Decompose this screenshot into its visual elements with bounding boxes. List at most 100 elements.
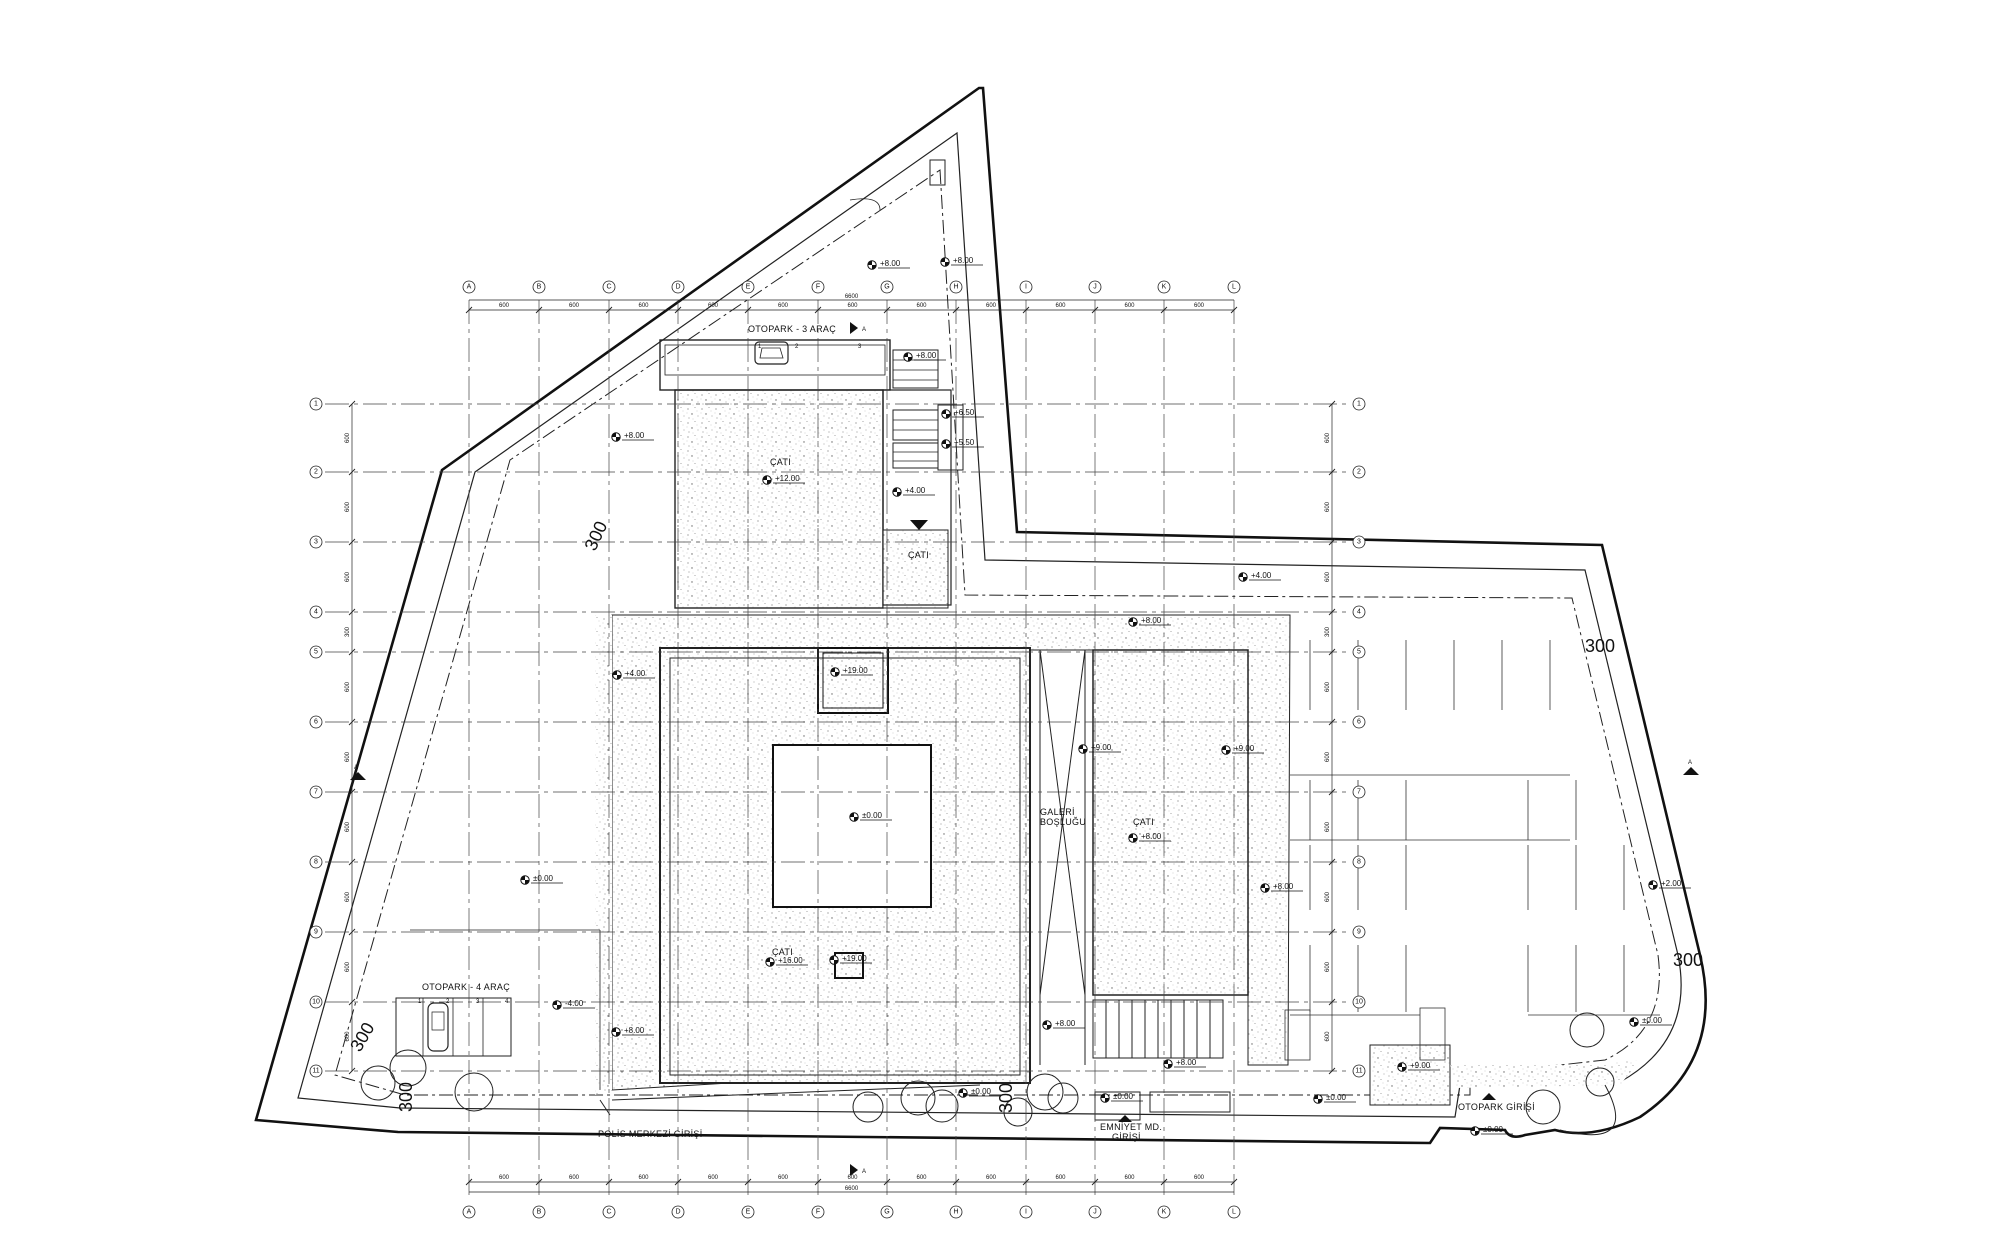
grid-bubble-circle <box>949 280 963 294</box>
level-marker-fill <box>1133 838 1138 843</box>
grid-bubble-circle <box>532 1205 546 1219</box>
grid-bubble-circle <box>1019 280 1033 294</box>
dim-tick <box>348 998 356 1006</box>
dim-tick <box>674 1178 682 1186</box>
level-marker-fill <box>1475 1131 1480 1136</box>
dim-value: 600 <box>345 961 351 972</box>
structural-gridlines <box>325 300 1350 1195</box>
level-marker: ±0.00 <box>1313 1093 1356 1104</box>
dim-tick <box>952 306 960 314</box>
level-marker: +2.00 <box>1648 879 1691 890</box>
dim-tick <box>1328 400 1336 408</box>
grid-bubble-label: 9 <box>314 929 318 936</box>
grid-bubble-circle <box>1019 1205 1033 1219</box>
grid-bubble-circle <box>1352 397 1366 411</box>
section-marker-label-west: A <box>354 765 358 771</box>
level-marker: ±0.00 <box>958 1087 1001 1098</box>
grid-bubble-label: 3 <box>1357 539 1361 546</box>
grid-bubble-label: 8 <box>314 859 318 866</box>
level-marker-fill <box>611 1027 616 1032</box>
level-value: +4.00 <box>905 486 926 495</box>
dim-tick <box>952 1178 960 1186</box>
dim-tick <box>1328 608 1336 616</box>
dim-tick <box>1328 858 1336 866</box>
dim-value: 600 <box>778 303 789 309</box>
dim-total-value: 6600 <box>845 1186 859 1192</box>
grid-bubble-col-J-bottom: J <box>1088 1205 1102 1219</box>
level-marker: ±0.00 <box>1629 1016 1672 1027</box>
level-marker-fill <box>611 432 616 437</box>
level-marker-fill <box>765 957 770 962</box>
grid-bubble-circle <box>532 280 546 294</box>
dim-value: 600 <box>499 303 510 309</box>
label-roof-east: ÇATI <box>1133 817 1154 827</box>
parking-left-num-4: 4 <box>505 999 509 1005</box>
level-marker-fill <box>520 875 525 880</box>
label-security-entrance-1: EMNİYET MD. <box>1100 1122 1162 1132</box>
level-value: ±0.00 <box>1326 1093 1347 1102</box>
section-marker-label-south: A <box>862 1169 866 1175</box>
dim-value: 600 <box>1325 571 1331 582</box>
dim-tick <box>744 306 752 314</box>
grid-bubble-circle <box>741 280 755 294</box>
label-police-entrance: POLİS MERKEZİ GİRİŞİ <box>598 1129 703 1139</box>
grid-bubble-circle <box>741 1205 755 1219</box>
grid-bubble-label: H <box>953 1209 958 1216</box>
grid-bubble-col-L-top: L <box>1227 280 1241 294</box>
level-marker-fill <box>616 1032 621 1037</box>
label-gallery-1: GALERİ <box>1040 807 1075 817</box>
level-marker-fill <box>770 962 775 967</box>
grid-bubble-label: I <box>1025 284 1027 291</box>
level-value: +8.00 <box>916 351 937 360</box>
level-marker-fill <box>958 1088 963 1093</box>
level-marker-fill <box>940 257 945 262</box>
dim-value: 600 <box>847 303 858 309</box>
level-marker-fill <box>946 444 951 449</box>
grid-bubble-label: E <box>746 284 751 291</box>
grid-bubble-label: 2 <box>1357 469 1361 476</box>
grid-bubble-label: I <box>1025 1209 1027 1216</box>
label-security-entrance-2: GİRİŞİ <box>1112 1132 1141 1142</box>
grid-bubble-col-A-bottom: A <box>462 1205 476 1219</box>
grid-bubble-label: K <box>1162 1209 1167 1216</box>
grid-bubble-label: 9 <box>1357 929 1361 936</box>
level-marker-fill <box>872 265 877 270</box>
grid-bubble-label: D <box>675 284 680 291</box>
level-value: +8.00 <box>1141 832 1162 841</box>
grid-bubble-circle <box>671 1205 685 1219</box>
grid-bubble-row-5-right: 5 <box>1352 645 1366 659</box>
level-marker-fill <box>1629 1017 1634 1022</box>
grid-bubble-col-G-bottom: G <box>880 1205 894 1219</box>
level-marker-fill <box>854 817 859 822</box>
grid-bubble-circle <box>880 280 894 294</box>
grid-bubble-circle <box>1352 645 1366 659</box>
parking-num-2: 2 <box>795 344 799 350</box>
grid-bubble-circle <box>602 280 616 294</box>
grid-bubble-col-F-top: F <box>811 280 825 294</box>
dim-value: 600 <box>1325 432 1331 443</box>
level-marker-fill <box>849 812 854 817</box>
grid-bubble-circle <box>1227 280 1241 294</box>
label-parking-top: OTOPARK - 3 ARAÇ <box>748 324 836 334</box>
grid-bubble-label: C <box>606 284 611 291</box>
dim-tick <box>348 1067 356 1075</box>
grid-bubble-row-4-left: 4 <box>309 605 323 619</box>
level-value: +12.00 <box>775 474 800 483</box>
level-value: +16.00 <box>778 956 803 965</box>
grid-bubble-circle <box>1088 1205 1102 1219</box>
grid-bubble-circle <box>880 1205 894 1219</box>
grid-bubble-row-6-left: 6 <box>309 715 323 729</box>
grid-bubble-circle <box>309 715 323 729</box>
grid-bubble-row-6-right: 6 <box>1352 715 1366 729</box>
grid-bubble-circle <box>1352 715 1366 729</box>
dim-tick <box>1328 718 1336 726</box>
grid-bubble-row-7-right: 7 <box>1352 785 1366 799</box>
grid-bubble-row-2-left: 2 <box>309 465 323 479</box>
grid-bubble-label: C <box>606 1209 611 1216</box>
level-marker: +4.00 <box>612 669 655 680</box>
level-value: -4.00 <box>565 999 584 1008</box>
dim-tick <box>1328 928 1336 936</box>
grid-bubble-circle <box>309 995 323 1009</box>
dim-tick <box>814 306 822 314</box>
dim-tick <box>814 1178 822 1186</box>
